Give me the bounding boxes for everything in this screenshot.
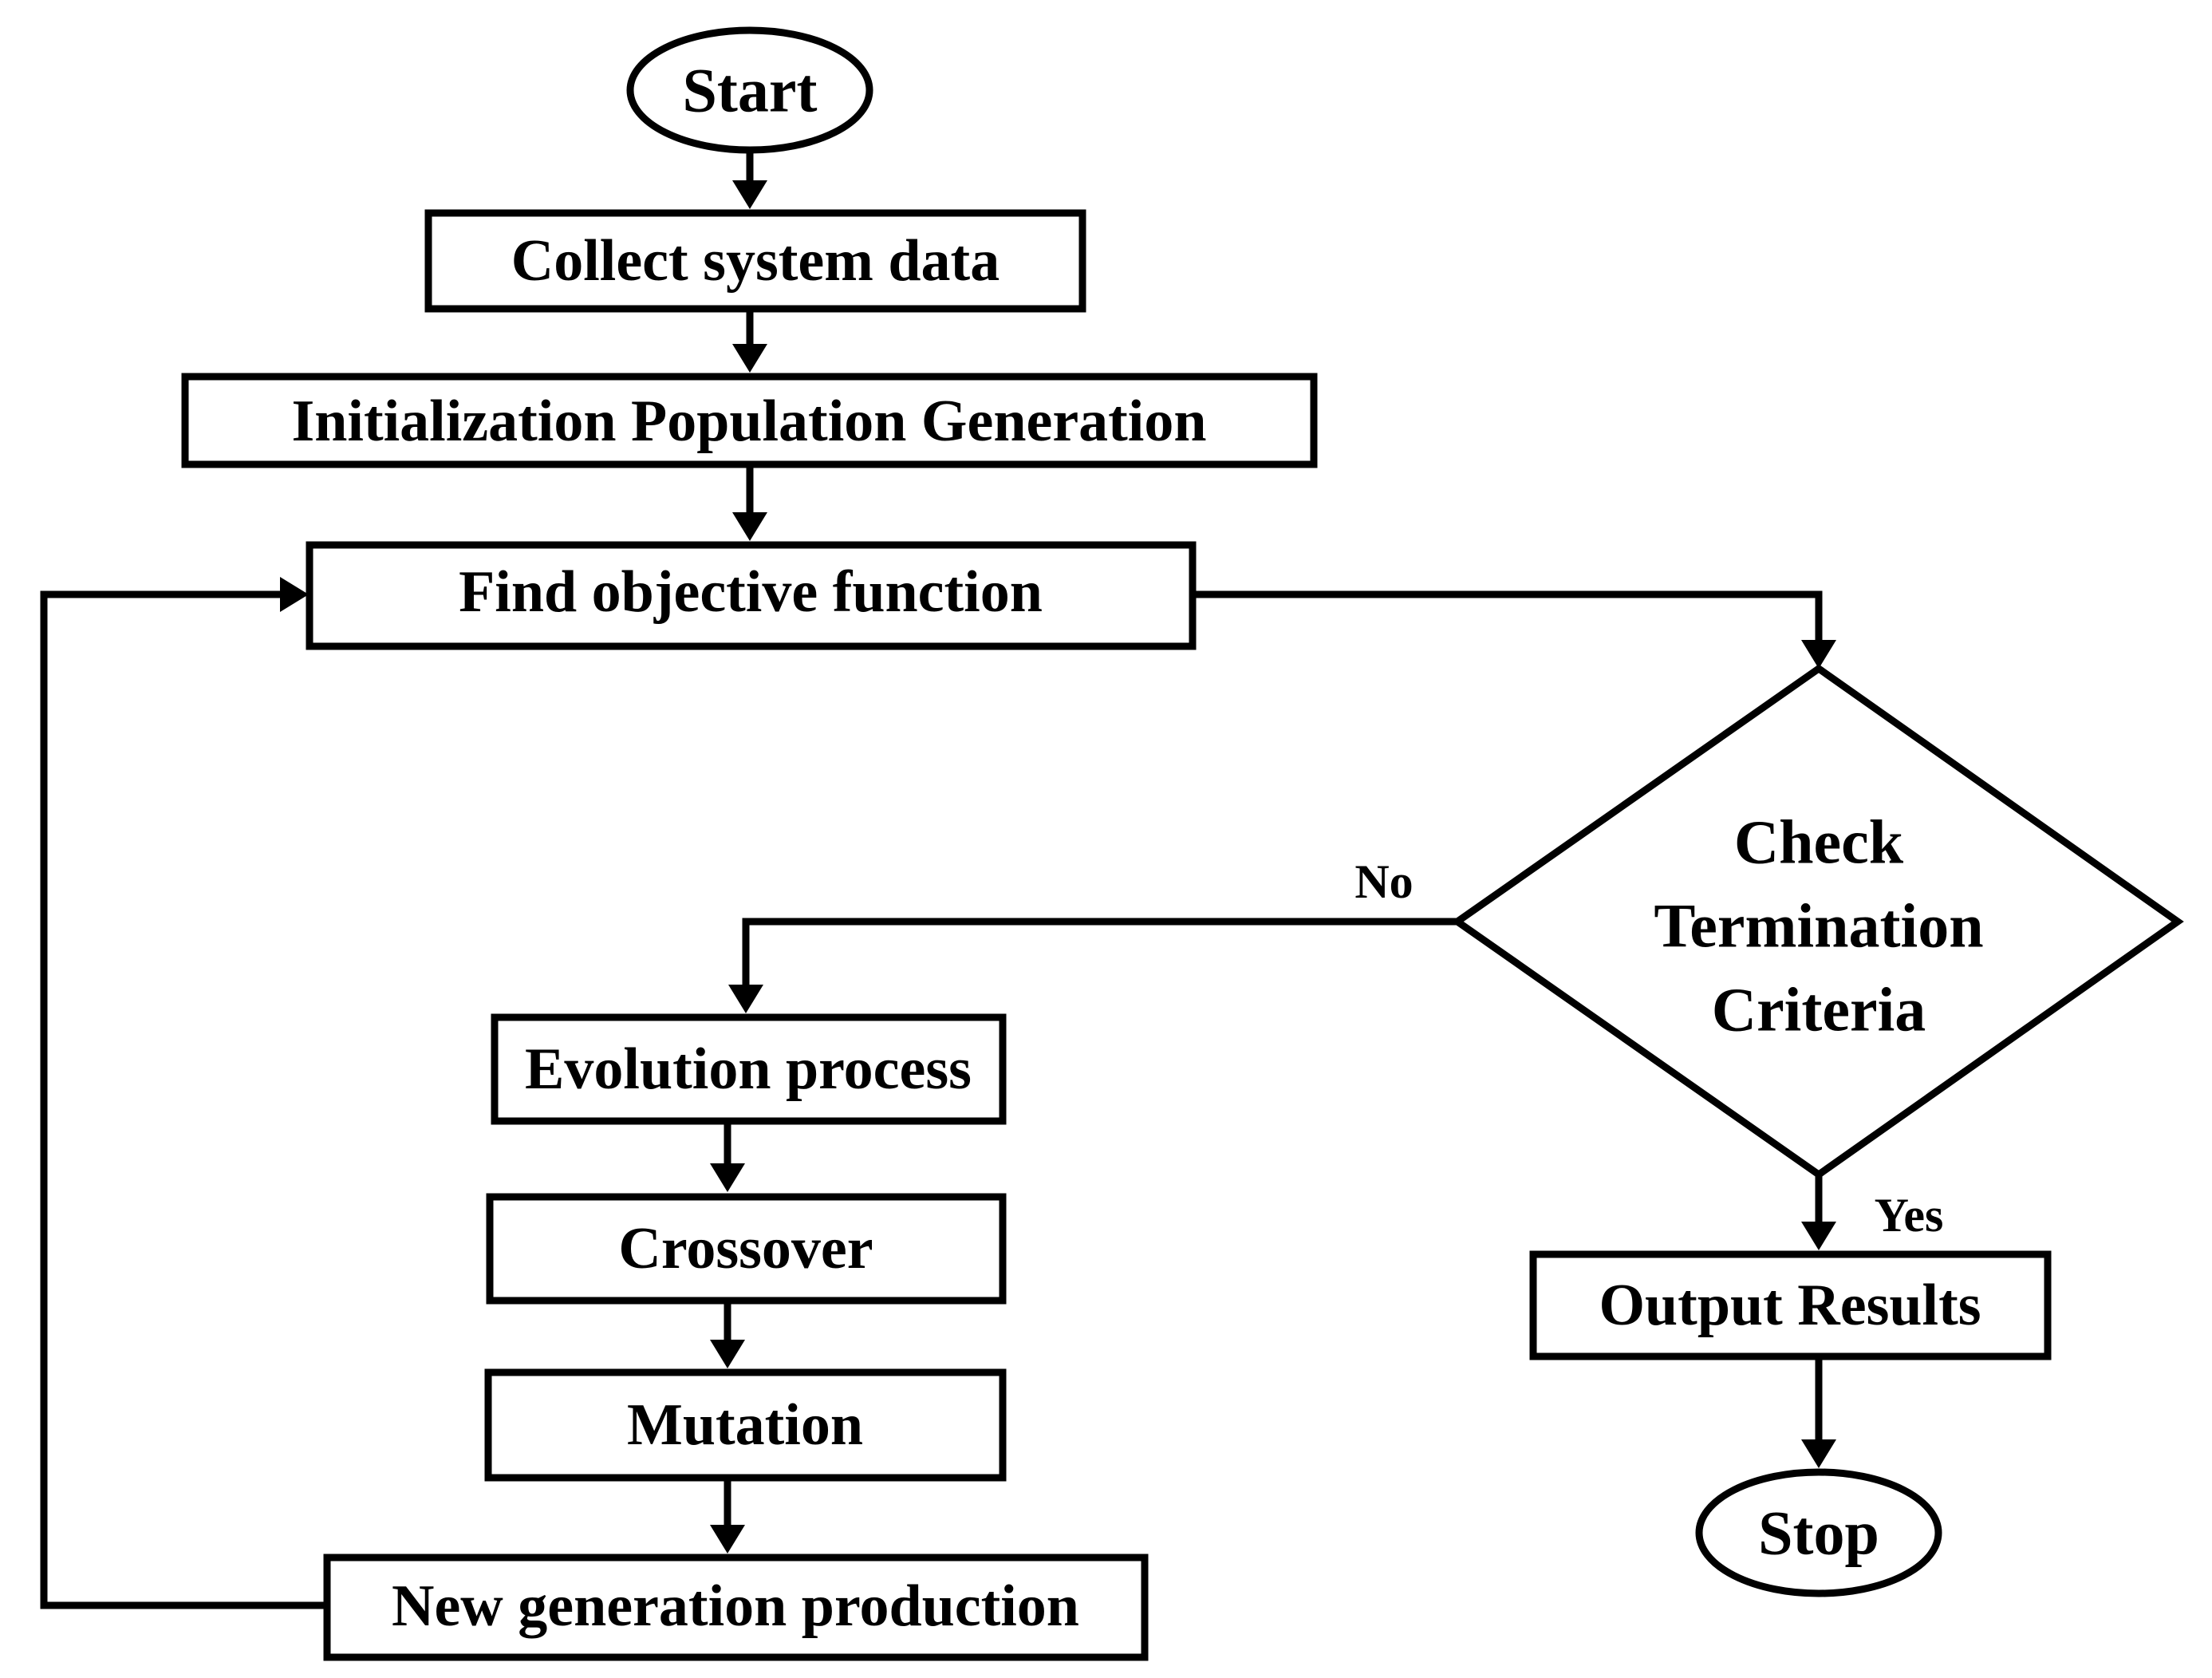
objective-box — [306, 541, 1197, 650]
arrowhead — [732, 180, 767, 209]
mutation-box — [484, 1368, 1007, 1482]
arrow-check-no-to-evolution — [742, 918, 1457, 988]
arrowhead — [732, 344, 767, 373]
objective-label: Find objective function — [459, 559, 1043, 625]
start-node: Start — [626, 26, 873, 154]
arrowhead — [710, 1163, 745, 1192]
mutation-label: Mutation — [627, 1392, 863, 1458]
new-generation-node: New generation production — [323, 1554, 1149, 1661]
decision-label-line-1: Check — [1734, 807, 1904, 877]
output-node: Output Results — [1529, 1250, 2052, 1360]
collect-data-label: Collect system data — [511, 228, 1000, 294]
arrowhead — [732, 512, 767, 541]
output-box — [1529, 1250, 2052, 1360]
init-population-node: Initialization Population Generation — [181, 373, 1318, 468]
arrowhead — [1801, 1439, 1836, 1468]
stop-label: Stop — [1758, 1498, 1879, 1568]
arrowhead — [1801, 640, 1836, 669]
output-label: Output Results — [1599, 1273, 1981, 1338]
crossover-box — [486, 1193, 1007, 1305]
start-ellipse — [626, 26, 873, 154]
objective-node: Find objective function — [306, 541, 1197, 650]
init-population-label: Initialization Population Generation — [291, 389, 1206, 454]
evolution-label: Evolution process — [525, 1036, 972, 1102]
crossover-label: Crossover — [618, 1216, 873, 1281]
arrowhead — [728, 985, 763, 1013]
arrowhead — [710, 1525, 745, 1554]
branch-label-no: No — [1354, 855, 1413, 908]
arrow-objective-to-check — [1193, 590, 1823, 643]
new-generation-label: New generation production — [392, 1573, 1079, 1639]
crossover-node: Crossover — [486, 1193, 1007, 1305]
stop-node: Stop — [1695, 1468, 1942, 1597]
new-generation-box — [323, 1554, 1149, 1661]
start-label: Start — [683, 56, 818, 125]
decision-diamond — [1451, 664, 2184, 1179]
collect-data-box — [424, 209, 1086, 313]
init-population-box — [181, 373, 1318, 468]
evolution-box — [491, 1013, 1007, 1125]
decision-label-line-2: Termination — [1654, 891, 1983, 961]
arrow-newgen-loop-to-objective — [40, 590, 327, 1609]
collect-data-node: Collect system data — [424, 209, 1086, 313]
mutation-node: Mutation — [484, 1368, 1007, 1482]
connectors — [40, 152, 1836, 1609]
arrowhead — [1801, 1222, 1836, 1250]
arrowhead — [710, 1340, 745, 1368]
arrowhead — [280, 577, 309, 612]
branch-label-yes: Yes — [1875, 1189, 1944, 1242]
decision-label-line-3: Criteria — [1712, 975, 1926, 1044]
evolution-node: Evolution process — [491, 1013, 1007, 1125]
termination-decision: Check Termination Criteria — [1451, 664, 2184, 1179]
stop-ellipse — [1695, 1468, 1942, 1597]
